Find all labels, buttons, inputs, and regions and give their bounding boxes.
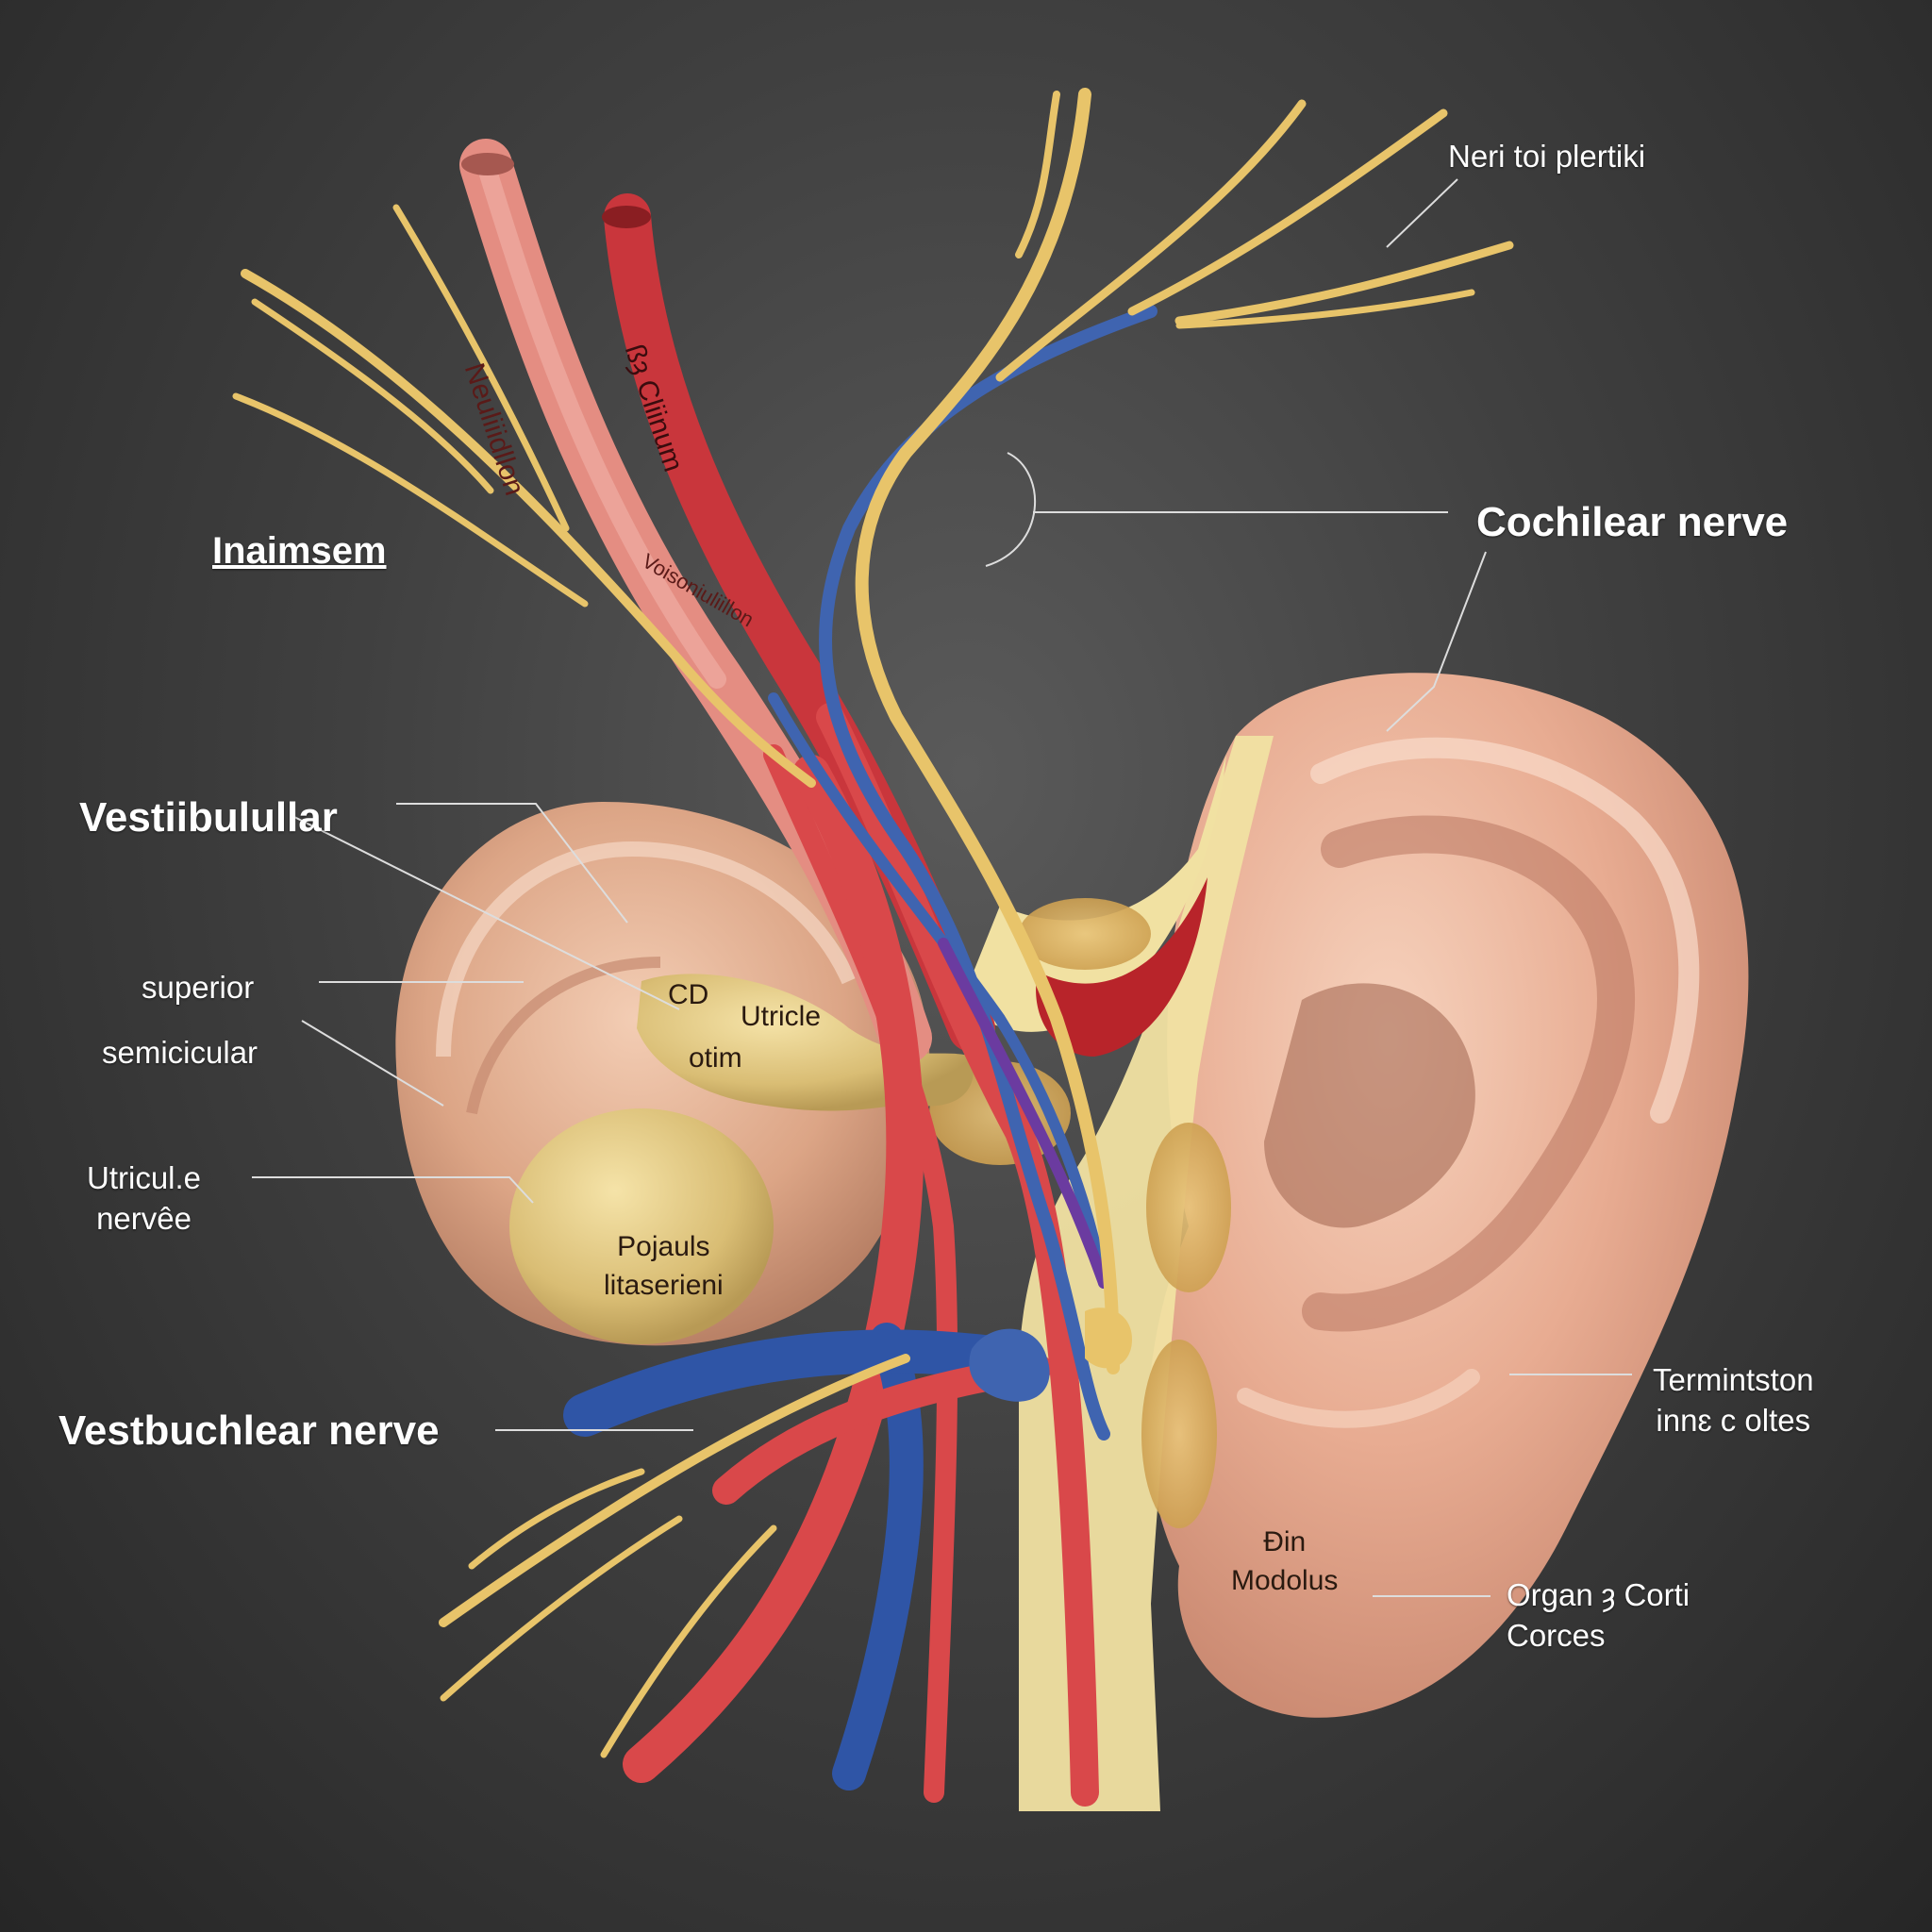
pojauls-line2: litaserieni [604,1269,724,1301]
pojauls-line1: Pojauls [617,1231,710,1262]
label-termintston-line2: innɛ c oltes [1656,1402,1811,1438]
auricle [1148,673,1749,1718]
ganglion [969,1307,1132,1402]
label-organ-corti-line2: Corces [1507,1617,1606,1653]
label-vestibulocochlear-nerve: Vestbuchlear nerve [58,1407,440,1454]
label-vestibulullar: Vestiibulullar [79,794,338,841]
pojauls-label: Pojauls litaserieni [604,1228,724,1305]
modolus-line1: Ɖin [1263,1526,1307,1557]
modolus-label: Ɖin Modolus [1231,1524,1338,1600]
vessels [459,139,1099,1807]
otim-label: otim [689,1042,742,1074]
modolus-line2: Modolus [1231,1564,1339,1596]
label-organ-corti: Organ ȝ Corti Corces [1507,1575,1690,1657]
utricle-label: Utricle [741,1001,822,1032]
label-superior: superior [142,970,255,1005]
label-inaimsem: Inaimsem [212,530,387,572]
vestibule [395,802,974,1346]
label-utricule-line1: Utricul.e [87,1160,202,1195]
label-utricule-line2: nervêe [96,1200,192,1236]
label-termintston: Termintston innɛ c oltes [1653,1360,1814,1441]
label-cochlear-nerve: Cochilear nerve [1476,499,1789,545]
label-utricule-nerve: Utricul.e nervêe [87,1158,201,1240]
label-organ-corti-line1: Organ ȝ Corti [1507,1577,1690,1612]
label-termintston-line1: Termintston [1653,1362,1814,1397]
nerve-branches [232,88,1514,1758]
utricle-cd-label: CD [668,979,709,1010]
label-semicicular: semicicular [102,1035,258,1070]
leader-lines [252,178,1632,1597]
label-top-right: Neri toi plertiki [1448,139,1646,174]
